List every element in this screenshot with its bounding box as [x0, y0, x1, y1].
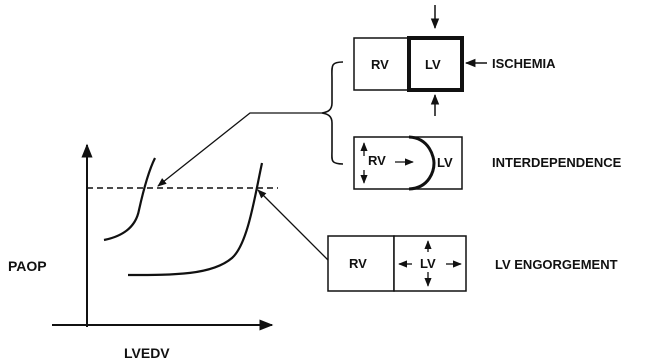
x-axis-label: LVEDV — [124, 345, 170, 361]
engorgement-box: RV LV LV ENGORGEMENT — [327, 235, 618, 292]
interdependence-lv-label: LV — [437, 155, 453, 170]
ischemia-box: RV LV ISCHEMIA — [353, 5, 556, 116]
graph-axes — [52, 143, 274, 331]
grouping-brace — [321, 61, 344, 165]
shifted-compliance-curve — [103, 157, 156, 242]
engorgement-rv-label: RV — [349, 256, 367, 271]
interdependence-box: RV LV INTERDEPENDENCE — [353, 135, 622, 191]
septal-shift-bulge — [408, 135, 436, 191]
brace-to-curve-pointer — [157, 112, 322, 187]
engorgement-lv-label: LV — [420, 256, 436, 271]
engorgement-to-curve-pointer — [257, 189, 329, 261]
ischemia-rv-label: RV — [371, 57, 389, 72]
ischemia-caption: ISCHEMIA — [492, 56, 556, 71]
engorgement-caption: LV ENGORGEMENT — [495, 257, 618, 272]
interdependence-rv-label: RV — [368, 153, 386, 168]
ischemia-lv-label: LV — [425, 57, 441, 72]
y-axis-label: PAOP — [8, 258, 47, 274]
normal-compliance-curve — [127, 162, 264, 277]
interdependence-caption: INTERDEPENDENCE — [492, 155, 622, 170]
